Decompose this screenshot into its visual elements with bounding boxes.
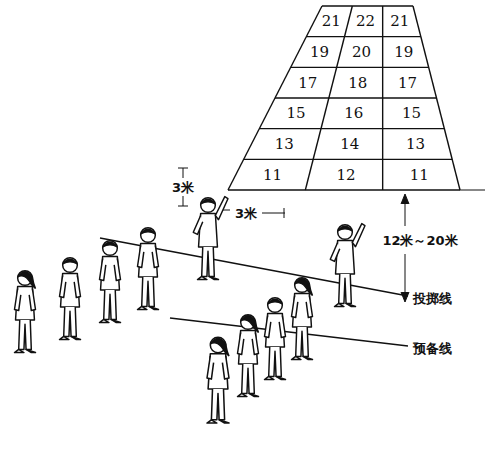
child-figure bbox=[15, 271, 36, 353]
dimension-label: 3米 bbox=[234, 207, 258, 220]
zone-score: 20 bbox=[352, 45, 371, 60]
child-figure bbox=[330, 224, 365, 307]
dimension-label: 投掷线 bbox=[412, 292, 453, 305]
grid-line bbox=[306, 36, 421, 37]
child-figure bbox=[60, 258, 81, 340]
grid-line bbox=[322, 5, 413, 6]
dimension-label: 12米～20米 bbox=[381, 234, 458, 247]
zone-score: 17 bbox=[298, 75, 317, 90]
grid-line bbox=[305, 6, 352, 190]
grid-line bbox=[382, 6, 383, 190]
child-figure bbox=[138, 228, 159, 310]
zone-score: 19 bbox=[394, 45, 413, 60]
grid-line bbox=[291, 67, 429, 68]
child-figure bbox=[100, 241, 121, 323]
child-figure bbox=[207, 337, 229, 423]
ready-line bbox=[170, 318, 408, 346]
zone-score: 17 bbox=[398, 75, 417, 90]
zone-score: 13 bbox=[275, 137, 294, 152]
child-figure bbox=[292, 278, 313, 360]
zone-score: 14 bbox=[340, 137, 359, 152]
zone-score: 19 bbox=[310, 45, 329, 60]
zone-score: 21 bbox=[390, 14, 409, 29]
grid-line bbox=[228, 6, 322, 190]
child-figure bbox=[265, 298, 286, 380]
grid-line bbox=[228, 189, 460, 190]
zone-score: 18 bbox=[348, 75, 367, 90]
grid-line bbox=[259, 128, 444, 129]
grid-line bbox=[413, 6, 460, 190]
child-figure bbox=[193, 197, 228, 280]
zone-score: 13 bbox=[406, 137, 425, 152]
zone-score: 15 bbox=[286, 106, 305, 121]
child-figure bbox=[238, 315, 259, 397]
zone-score: 11 bbox=[263, 167, 282, 182]
zone-score: 21 bbox=[322, 14, 341, 29]
zone-score: 22 bbox=[356, 14, 375, 29]
zone-score: 11 bbox=[410, 167, 429, 182]
grid-line bbox=[275, 97, 437, 98]
zone-score: 15 bbox=[402, 106, 421, 121]
grid-line bbox=[244, 159, 452, 160]
zone-score: 12 bbox=[336, 167, 355, 182]
zone-score: 16 bbox=[344, 106, 363, 121]
dimension-label: 3米 bbox=[171, 181, 195, 194]
dimension-label: 预备线 bbox=[412, 342, 453, 355]
